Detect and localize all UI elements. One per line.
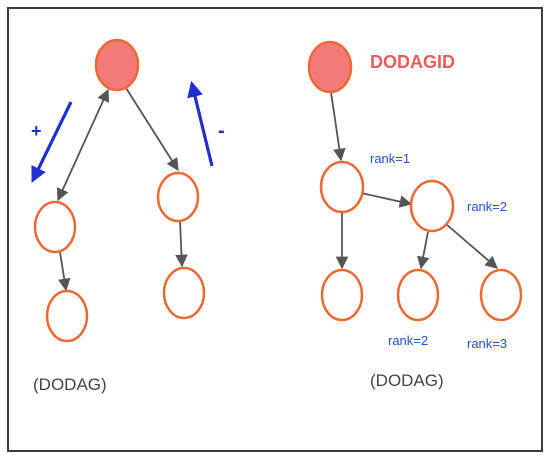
right-dodag: DODAGID rank=1 rank=2 rank=2 rank=3 (DOD…	[307, 40, 523, 390]
edge-dodagid-to-rank1	[330, 91, 346, 162]
edge-rank1-to-rank2	[360, 192, 413, 208]
edge-left-child-to-grandchild	[58, 251, 71, 292]
left-grandchild-node	[45, 289, 89, 343]
right-caption: (DODAG)	[370, 371, 444, 390]
edge-root-to-left-child	[56, 88, 110, 202]
leaf-node-left	[320, 268, 364, 322]
minus-symbol: -	[218, 120, 225, 142]
left-caption: (DODAG)	[33, 375, 107, 394]
dodagid-root-node	[307, 40, 353, 94]
leaf-node-rank3	[479, 268, 523, 322]
edge-rank2-to-leaf-rank2	[416, 231, 430, 270]
right-child-node	[156, 171, 200, 223]
rank-label-leaf-3: rank=3	[467, 336, 507, 351]
left-dodag: + - (DODAG)	[31, 38, 225, 394]
plus-symbol: +	[31, 121, 42, 141]
dodagid-label: DODAGID	[370, 52, 455, 72]
edge-right-child-to-grandchild	[175, 220, 188, 268]
rank-label-1: rank=1	[370, 151, 410, 166]
figure-frame	[7, 7, 543, 452]
rank-label-2: rank=2	[467, 199, 507, 214]
downward-arrow	[31, 101, 73, 183]
rank-label-leaf-2: rank=2	[388, 333, 428, 348]
edge-root-to-right-child	[125, 87, 179, 172]
rank1-node	[319, 160, 365, 214]
right-grandchild-node	[162, 266, 206, 320]
leaf-node-rank2	[396, 268, 440, 322]
left-root-node	[94, 38, 140, 92]
rank2-node	[409, 179, 455, 233]
left-child-node	[33, 200, 77, 254]
upward-arrow	[187, 80, 214, 167]
edge-rank2-to-leaf-rank3	[445, 223, 498, 269]
